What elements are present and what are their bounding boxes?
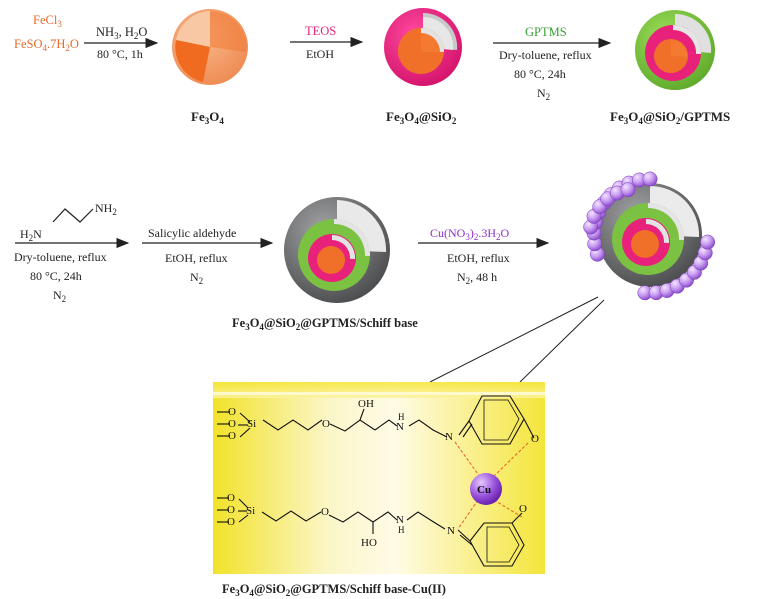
purple-bead-shell (583, 171, 716, 301)
particle-fe3o4 (172, 9, 248, 85)
svg-text:N: N (447, 525, 455, 537)
svg-text:H: H (398, 412, 405, 422)
svg-text:N: N (396, 421, 404, 433)
step3-atmosphere: N2 (537, 86, 550, 102)
schiff-base-cu-structure (217, 395, 535, 567)
step5-solvent: EtOH, reflux (165, 251, 228, 265)
label-cu-complex: Fe3O4@SiO2@GPTMS/Schiff base-Cu(II) (222, 582, 446, 598)
copper-center: Cu (470, 473, 502, 505)
svg-text:OH: OH (358, 398, 374, 410)
svg-text:Si: Si (247, 418, 256, 430)
svg-text:HO: HO (361, 537, 377, 549)
particle-cu-complex (583, 171, 716, 301)
svg-text:O: O (228, 430, 236, 442)
step2-solvent: EtOH (306, 47, 334, 61)
svg-text:O: O (321, 506, 329, 518)
svg-text:O: O (228, 418, 236, 430)
ethylenediamine-structure: H2N NH2 (20, 201, 117, 243)
step4-atmosphere: N2 (53, 288, 66, 304)
svg-text:O: O (519, 503, 527, 515)
svg-text:O: O (227, 492, 235, 504)
step1-reagent: NH3, H2O (96, 25, 147, 41)
svg-text:O: O (322, 418, 330, 430)
zoom-line-left (429, 296, 599, 383)
label-fe3o4-sio2-gptms: Fe3O4@SiO2/GPTMS (610, 109, 730, 126)
structure-atom-labels: O O O Si O OH N H N O O O O Si O HO N H … (227, 398, 539, 549)
purple-bead (642, 171, 658, 187)
particle-schiff-base (284, 197, 390, 303)
step1-conditions: 80 °C, 1h (97, 47, 143, 61)
svg-text:H: H (398, 525, 405, 535)
step6-solvent: EtOH, reflux (447, 251, 510, 265)
svg-text:NH2: NH2 (95, 201, 117, 217)
purple-bead (700, 234, 716, 250)
svg-text:N: N (396, 514, 404, 526)
label-fe3o4-sio2: Fe3O4@SiO2 (386, 109, 457, 126)
step2-reagent: TEOS (305, 24, 336, 38)
step3-temp: 80 °C, 24h (514, 67, 566, 81)
purple-bead (620, 182, 636, 198)
step5-reagent: Salicylic aldehyde (148, 226, 236, 240)
step3-reagent: GPTMS (525, 25, 567, 39)
svg-text:H2N: H2N (20, 227, 42, 243)
reagent-fecl3: FeCl3 (33, 13, 62, 29)
svg-text:O: O (531, 433, 539, 445)
particle-fe3o4-sio2 (384, 8, 462, 86)
reagent-feso4: FeSO4.7H2O (14, 37, 79, 53)
step4-temp: 80 °C, 24h (30, 269, 82, 283)
svg-text:O: O (227, 504, 235, 516)
label-fe3o4: Fe3O4 (191, 109, 224, 126)
step3-solvent: Dry-toluene, reflux (499, 48, 592, 62)
svg-text:O: O (227, 516, 235, 528)
svg-text:Si: Si (246, 505, 255, 517)
particle-fe3o4-sio2-gptms (635, 10, 715, 90)
zoom-line-right (519, 299, 605, 383)
step6-reagent: Cu(NO3)2.3H2O (430, 226, 510, 242)
step5-atmosphere: N2 (190, 270, 203, 286)
svg-text:Cu: Cu (477, 484, 491, 496)
label-schiff-base: Fe3O4@SiO2@GPTMS/Schiff base (232, 316, 418, 332)
step6-conditions: N2, 48 h (457, 270, 497, 286)
svg-text:N: N (445, 431, 453, 443)
svg-text:O: O (228, 406, 236, 418)
step4-solvent: Dry-toluene, reflux (14, 250, 107, 264)
